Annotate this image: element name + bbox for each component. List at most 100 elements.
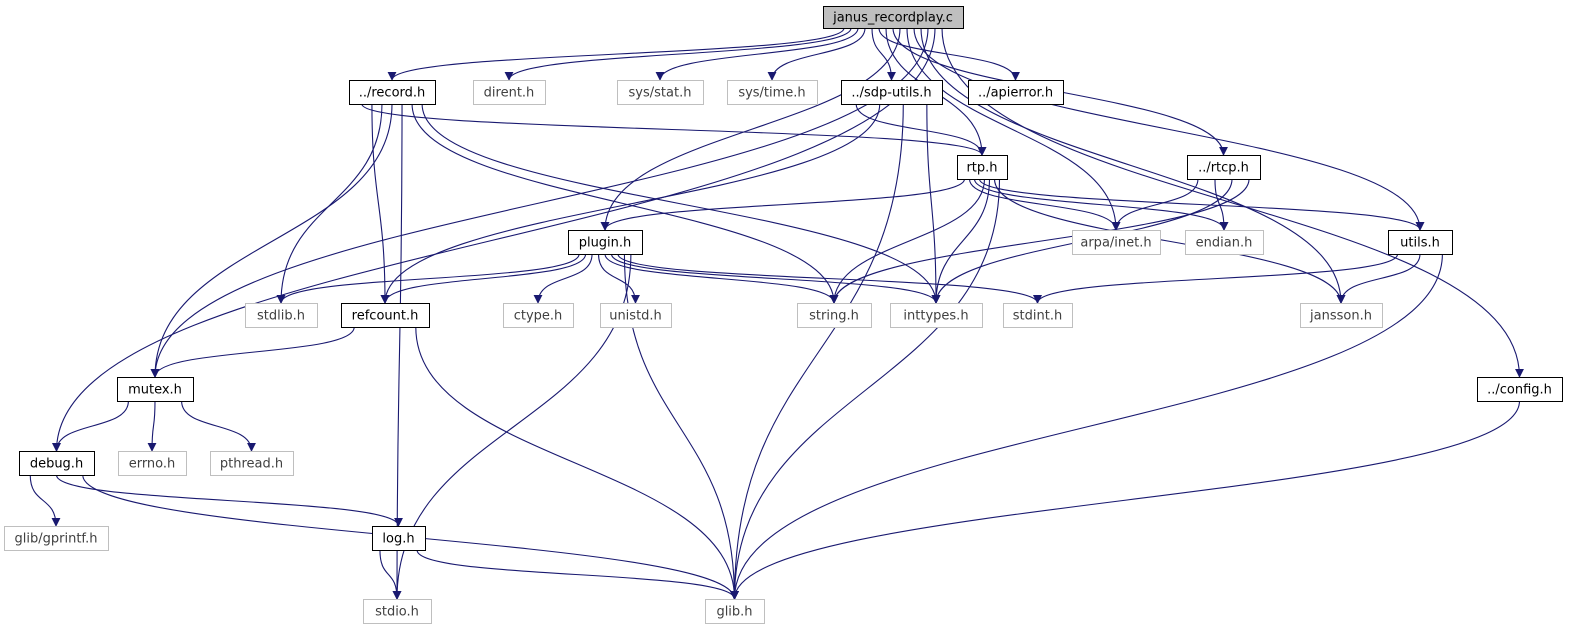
node-plugin[interactable]: plugin.h [568,230,643,255]
node-debug-label: debug.h [30,457,83,472]
node-apierror-label: ../apierror.h [978,86,1053,101]
node-config[interactable]: ../config.h [1477,377,1563,402]
node-apierror[interactable]: ../apierror.h [968,80,1064,105]
edge-root-to-apierror [878,27,1020,81]
node-stdlib: stdlib.h [245,303,318,328]
edge-sdputils-to-inttypes [926,103,941,304]
node-stdlib-box [245,303,318,328]
node-log-box [372,526,426,551]
edge-record-to-stdlib [276,103,383,304]
node-mutex-label: mutex.h [128,383,182,398]
node-ctype: ctype.h [503,303,574,328]
edge-rtp-to-string [829,178,986,304]
node-pthread: pthread.h [210,451,294,476]
edge-root-to-sdputils [871,27,896,81]
edge-rtp-to-glib [730,178,1001,600]
node-dirent-box [473,80,546,105]
edge-root-to-record [387,27,845,81]
node-rtcp-label: ../rtcp.h [1198,161,1249,176]
node-root-box [823,6,964,29]
node-record-label: ../record.h [359,86,426,101]
node-refcount-box [341,303,430,328]
edge-record-to-string [411,103,839,304]
node-utils-label: utils.h [1400,236,1440,251]
node-gprintf-label: glib/gprintf.h [15,532,98,547]
node-jansson: jansson.h [1300,303,1383,328]
node-ctype-label: ctype.h [514,309,563,324]
node-record[interactable]: ../record.h [349,80,436,105]
edges-layer [29,27,1524,600]
node-log[interactable]: log.h [372,526,426,551]
node-mutex[interactable]: mutex.h [117,377,194,402]
edge-rtp-to-jansson [993,178,1346,304]
node-stdio-box [363,599,432,624]
node-unistd: unistd.h [600,303,672,328]
edge-plugin-to-stdint [617,253,1042,304]
edge-sdputils-to-glib [730,103,904,600]
edge-root-to-plugin [600,27,901,231]
edge-sdputils-to-refcount [380,103,881,304]
node-errno-label: errno.h [129,457,176,472]
node-rtp-label: rtp.h [966,161,997,176]
node-refcount[interactable]: refcount.h [341,303,430,328]
edge-utils-to-stdint [1033,253,1399,304]
edge-utils-to-jansson [1336,253,1421,304]
node-apierror-box [968,80,1064,105]
node-arpainet-label: arpa/inet.h [1080,236,1151,251]
node-stdio: stdio.h [363,599,432,624]
node-inttypes-label: inttypes.h [903,309,968,324]
edge-root-to-sysstat [655,27,859,81]
node-jansson-box [1300,303,1383,328]
edge-record-to-rtp [361,103,987,156]
node-plugin-box [568,230,643,255]
edge-rtp-to-utils [978,178,1425,231]
edge-mutex-to-errno [147,400,157,452]
edge-record-to-mutex [150,103,393,378]
node-sysstat-box [617,80,704,105]
node-ctype-box [503,303,574,328]
node-pthread-box [210,451,294,476]
node-debug[interactable]: debug.h [19,451,95,476]
node-sdputils-box [841,80,943,105]
node-debug-box [19,451,95,476]
edge-log-to-glib [416,549,739,600]
node-stdlib-label: stdlib.h [257,309,305,324]
node-systime-box [727,80,818,105]
node-rtp[interactable]: rtp.h [957,155,1008,180]
edge-config-to-glib [730,400,1521,600]
edge-root-to-jansson [920,27,1346,304]
edge-log-to-stdio [379,549,402,600]
node-refcount-label: refcount.h [352,309,419,324]
node-sysstat: sys/stat.h [617,80,704,105]
node-glib-box [705,599,765,624]
node-string: string.h [797,303,872,328]
node-unistd-label: unistd.h [609,309,662,324]
node-stdint: stdint.h [1003,303,1073,328]
node-systime-label: sys/time.h [738,86,805,101]
node-rtcp[interactable]: ../rtcp.h [1187,155,1261,180]
edge-record-to-stdio [392,103,403,600]
node-inttypes: inttypes.h [890,303,983,328]
node-log-label: log.h [382,532,414,547]
edge-refcount-to-mutex [150,326,355,378]
node-inttypes-box [890,303,983,328]
edge-root-to-arpainet [906,27,1121,231]
node-systime: sys/time.h [727,80,818,105]
edge-root-to-utils [913,27,1425,231]
edge-mutex-to-debug [52,400,129,452]
edge-debug-to-gprintf [29,474,61,527]
node-root[interactable]: janus_recordplay.c [823,6,964,29]
edge-record-to-inttypes [421,103,941,304]
edge-debug-to-log [55,474,403,527]
node-errno: errno.h [118,451,187,476]
edge-plugin-to-string [604,253,839,304]
node-sdputils-label: ../sdp-utils.h [851,86,931,101]
node-stdint-box [1003,303,1073,328]
node-sdputils[interactable]: ../sdp-utils.h [841,80,943,105]
edge-rtcp-to-arpainet [1111,178,1199,231]
node-utils[interactable]: utils.h [1388,230,1453,255]
edge-root-to-dirent [504,27,852,81]
node-glib: glib.h [705,599,765,624]
